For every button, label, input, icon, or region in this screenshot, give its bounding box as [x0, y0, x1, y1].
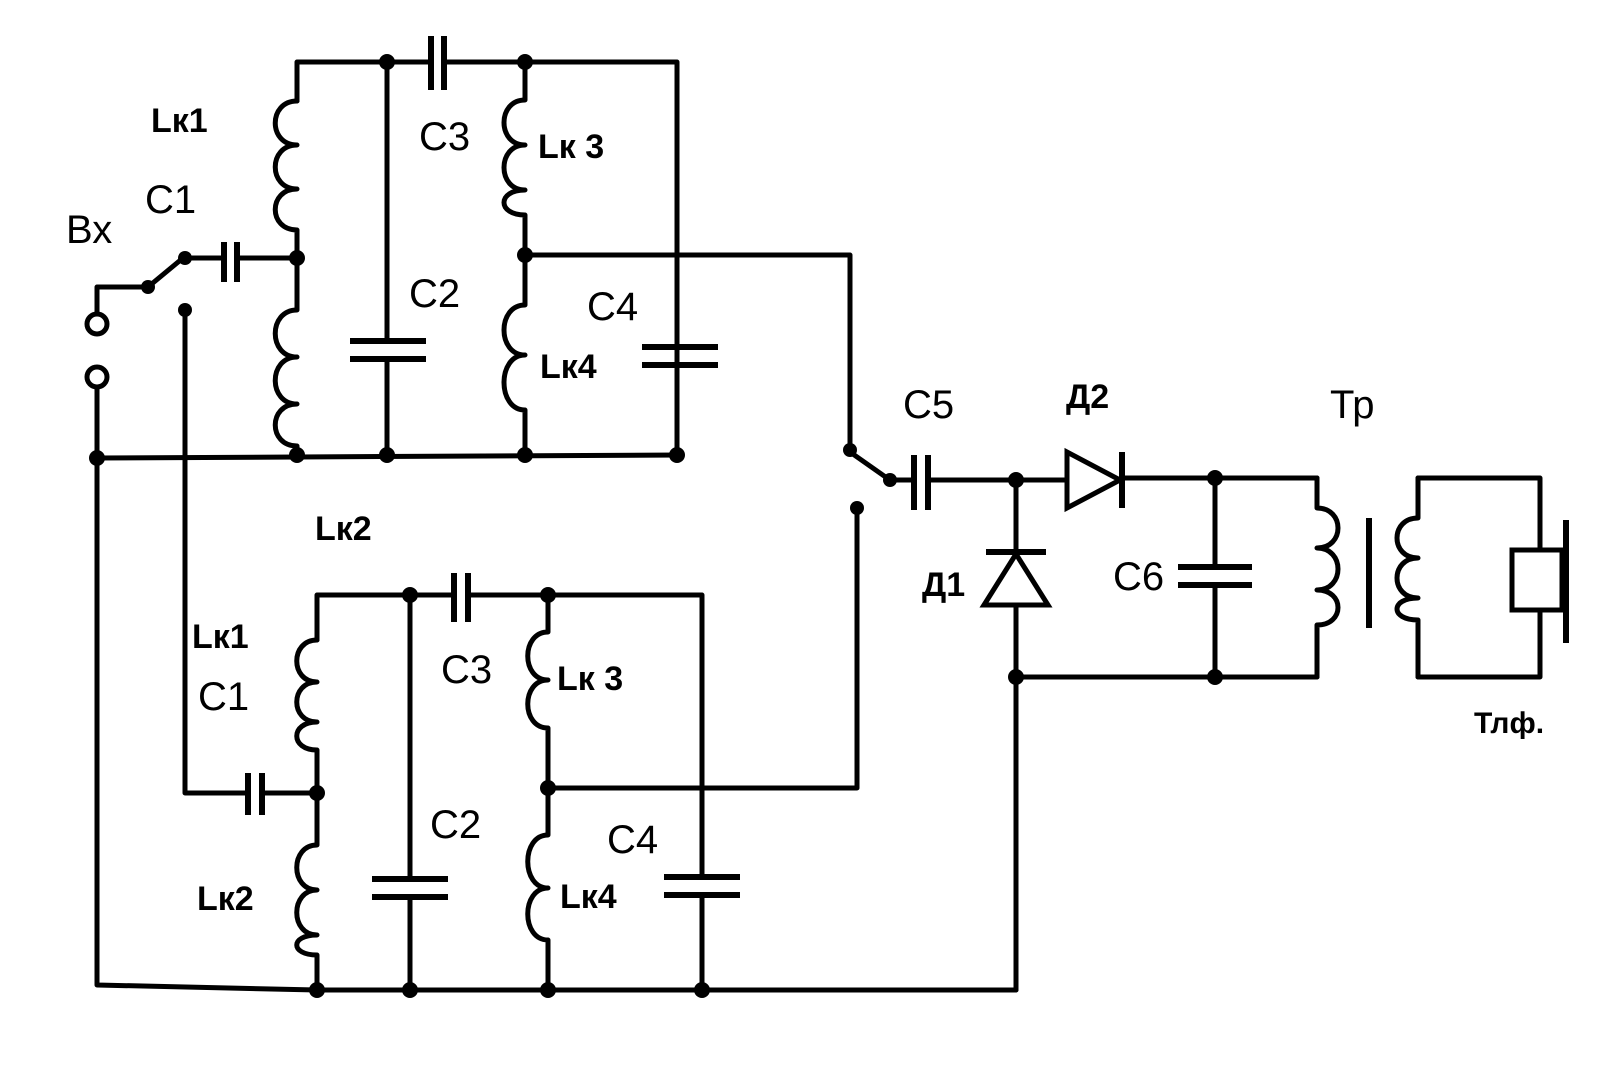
output-transformer	[1314, 475, 1543, 680]
label-lk1-lower: Lк1	[192, 618, 249, 656]
lower-tap-to-switch	[545, 507, 860, 791]
input-switch-blade	[145, 255, 186, 290]
junction-dot	[540, 982, 556, 998]
label-phone: Тлф.	[1474, 707, 1544, 740]
junction-dot	[1008, 472, 1024, 488]
label-lk3-lower: Lк 3	[557, 660, 623, 698]
input-terminal-bottom	[84, 364, 110, 390]
upper-tap-to-switch	[522, 252, 853, 451]
inductor-lk4-lower	[525, 785, 551, 993]
band-switch	[843, 443, 897, 515]
lower-top-rail-right	[467, 592, 705, 878]
lower-ground-rail	[94, 455, 1019, 993]
label-c6: C6	[1113, 555, 1164, 599]
label-c2-lower: C2	[430, 803, 481, 847]
label-c1-upper: C1	[145, 178, 196, 222]
headphones	[1509, 520, 1569, 643]
label-lk2-upper: Lк2	[315, 510, 372, 548]
input-switch	[141, 251, 192, 317]
inductor-lk3-lower	[525, 592, 551, 791]
label-d1: Д1	[922, 566, 965, 604]
junction-dot	[402, 587, 418, 603]
diode-d2	[1064, 447, 1126, 513]
label-c3-lower: C3	[441, 648, 492, 692]
junction-dot	[379, 447, 395, 463]
inductor-lk2-lower	[294, 790, 320, 993]
inductor-lk4-upper	[501, 252, 528, 458]
diode-d1	[979, 549, 1053, 608]
inductor-lk1-upper	[272, 98, 300, 261]
junction-dot	[517, 247, 533, 263]
secondary-wire-top	[1415, 475, 1543, 555]
junction-dot	[517, 447, 533, 463]
junction-dot	[540, 780, 556, 796]
inductor-lk3-upper	[501, 59, 528, 258]
junction-dot	[540, 587, 556, 603]
detector-stage	[887, 447, 1320, 993]
label-lk4-upper: Lк4	[540, 348, 597, 386]
label-lk1-upper: Lк1	[151, 102, 208, 140]
label-lk3-upper: Lк 3	[538, 128, 604, 166]
junction-dot	[694, 982, 710, 998]
label-c5: C5	[903, 383, 954, 427]
label-lk2-lower: Lк2	[197, 880, 254, 918]
lower-top-rail-left	[314, 592, 455, 643]
junction-dot	[1207, 669, 1223, 685]
label-c4-upper: C4	[587, 285, 638, 329]
junction-dot	[379, 54, 395, 70]
junction-dot	[402, 982, 418, 998]
label-c4-lower: C4	[607, 818, 658, 862]
upper-top-rail-left	[294, 59, 432, 104]
input-terminals	[84, 284, 151, 461]
junction-dot	[309, 982, 325, 998]
label-lk4-lower: Lк4	[560, 878, 617, 916]
label-input: Вх	[66, 208, 112, 252]
secondary-wire-bottom	[1415, 605, 1543, 680]
label-tr: Тр	[1330, 383, 1374, 427]
junction-dot	[1207, 470, 1223, 486]
lower-filter	[94, 307, 1019, 998]
label-c1-lower: C1	[198, 675, 249, 719]
component-labels: Вх C1 Lк1 C3 Lк 3 C2 C4 Lк4 Lк2 Lк1 C1 C…	[66, 102, 1544, 918]
upper-filter	[89, 36, 853, 466]
transformer-primary-coil	[1314, 475, 1341, 680]
inductor-lk2-upper	[272, 255, 300, 458]
junction-dot	[1008, 669, 1024, 685]
band-switch-blade	[847, 449, 890, 481]
headphone-body	[1509, 547, 1565, 613]
inductor-lk1-lower	[294, 637, 320, 796]
label-d2: Д2	[1066, 378, 1109, 416]
transformer-secondary-coil	[1394, 475, 1421, 680]
junction-dot	[309, 785, 325, 801]
junction-dot	[517, 54, 533, 70]
input-terminal-top	[84, 311, 110, 337]
junction-dot	[289, 447, 305, 463]
wire-switch-to-lower-c1	[182, 307, 249, 796]
label-c2-upper: C2	[409, 272, 460, 316]
junction-dot	[289, 250, 305, 266]
band-switch-contact-lower	[850, 501, 864, 515]
label-c3-upper: C3	[419, 115, 470, 159]
input-wire-top	[94, 284, 151, 317]
junction-dot	[669, 447, 685, 463]
